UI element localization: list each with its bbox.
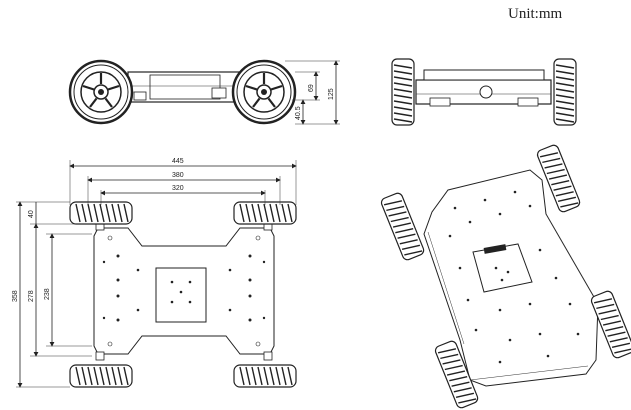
rear-left-wheel-top-icon [69,364,133,388]
dim-40: 40 [28,210,35,218]
dim-380: 380 [172,172,184,179]
dim-320: 320 [172,185,184,192]
front-view [391,58,577,126]
front-right-wheel-top-icon [233,201,297,225]
dim-125: 125 [328,88,335,100]
dim-445: 445 [172,158,184,165]
iso-holes [448,190,580,364]
rear-right-wheel-top-icon [233,364,297,388]
top-view: 445 380 320 40 358 278 238 [12,158,297,388]
left-wheel-front-icon [391,58,415,126]
iso-front-left-wheel-icon [379,191,426,262]
plate-holes [102,235,266,347]
left-wheel-side-icon [68,59,134,125]
front-left-wheel-top-icon [69,201,133,225]
right-wheel-side-icon [231,59,297,125]
dim-238: 238 [44,288,51,300]
isometric-view [379,143,631,410]
dim-69: 69 [308,84,315,92]
dim-358: 358 [12,290,19,302]
dim-278: 278 [28,290,35,302]
unit-label: Unit:mm [508,6,563,22]
right-wheel-front-icon [553,58,577,126]
side-view: 69 40.5 125 [68,59,340,125]
dim-40-5: 40.5 [295,106,302,120]
